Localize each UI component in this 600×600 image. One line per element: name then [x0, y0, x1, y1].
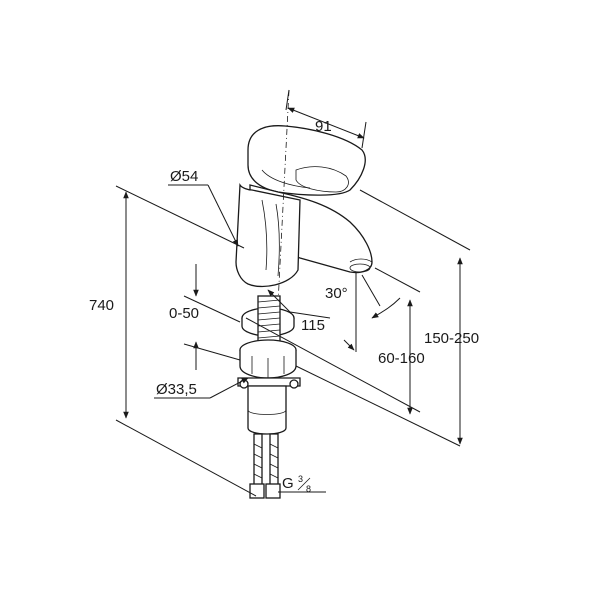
dim-150-250-label: 150-250 — [424, 330, 479, 347]
thread-fraction-numerator: 3 — [298, 474, 303, 484]
dim-91-label: 91 — [315, 118, 332, 135]
dim-diameter-54-label: Ø54 — [170, 168, 198, 185]
dim-30deg-label: 30° — [325, 285, 348, 302]
dim-740-label: 740 — [89, 297, 114, 314]
mounting-kit — [237, 295, 301, 499]
faucet — [235, 89, 373, 421]
dimension-labels: 91 Ø54 740 0-50 115 30° 60-160 150-250 Ø… — [89, 118, 479, 494]
faucet-handle — [247, 125, 366, 196]
dim-60-160-label: 60-160 — [378, 350, 425, 367]
thread-fraction-denominator: 8 — [306, 484, 311, 494]
thread-g-label: G — [282, 475, 294, 492]
dim-0-50-label: 0-50 — [169, 305, 199, 322]
dim-115-label: 115 — [301, 317, 325, 334]
dimension-lines — [115, 89, 471, 497]
faucet-column — [235, 183, 301, 288]
dim-diameter-33-5-label: Ø33,5 — [156, 381, 197, 398]
